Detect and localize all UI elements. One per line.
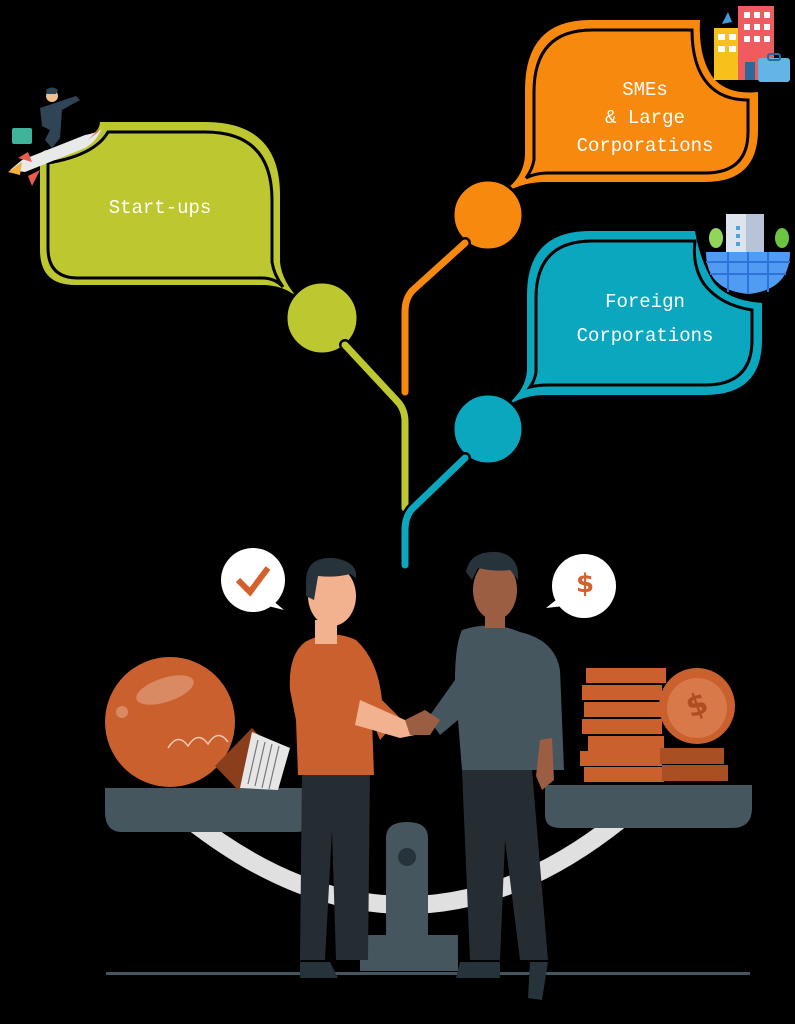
office-buildings-icon (714, 6, 790, 82)
smes-node (451, 178, 525, 252)
startups-label: Start-ups (80, 194, 240, 222)
ground-line (106, 972, 750, 975)
globe-building-icon (706, 214, 790, 294)
foreign-label: Foreign Corporations (545, 285, 745, 353)
foreign-label-line-2: Corporations (576, 325, 714, 347)
smes-label: SMEs & Large Corporations (545, 76, 745, 160)
startups-node (284, 280, 360, 356)
rocket-businessman-icon (8, 87, 102, 186)
startups-bubble (40, 122, 305, 305)
foreign-node (451, 392, 525, 466)
foreign-connector (401, 454, 469, 569)
smes-label-line-1: SMEs (622, 79, 668, 101)
foreign-bubble (508, 231, 762, 405)
startups-label-line: Start-ups (108, 197, 212, 219)
smes-connector (401, 239, 469, 396)
right-scale-pan (545, 785, 752, 828)
coin-stack (580, 668, 735, 782)
scale-pedestal (386, 822, 428, 938)
left-scale-pan (105, 788, 310, 832)
dollar-bubble (546, 554, 616, 618)
smes-label-line-2: & Large (605, 107, 685, 129)
lightbulb-idea (105, 657, 290, 790)
person-gray-shirt (405, 551, 564, 1000)
smes-label-line-3: Corporations (576, 135, 714, 157)
checkmark-icon (235, 566, 271, 597)
startups-connector (341, 341, 409, 512)
dollar-icon: $ (575, 569, 595, 599)
smes-bubble (500, 20, 758, 196)
foreign-label-line-1: Foreign (605, 291, 685, 313)
checkmark-bubble (221, 548, 285, 612)
